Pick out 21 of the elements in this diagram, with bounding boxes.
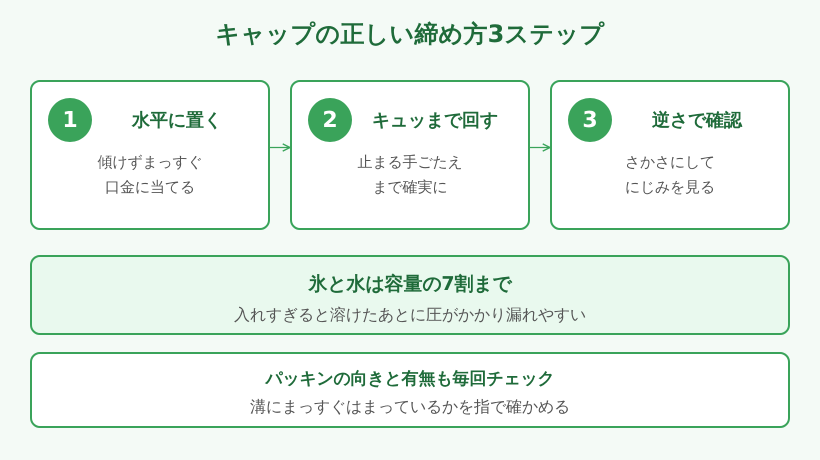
step-description: 溝にまっすぐはまっているかを指で確かめる (249, 397, 571, 418)
step-heading: 逆さで確認 (652, 109, 742, 132)
diagram-title: キャップの正しい締め方3ステップ (214, 19, 606, 50)
step-description: さかさにしてにじみを見る (624, 152, 716, 198)
step-number: 2 (308, 98, 352, 142)
tip-panel (30, 352, 790, 428)
step-heading: キュッまで回す (372, 109, 498, 132)
step-description: 傾けずまっすぐ口金に当てる (96, 152, 204, 198)
step-description: 入れすぎると溶けたあとに圧がかかり漏れやすい (233, 305, 587, 326)
step-card (550, 80, 790, 230)
step-number: 1 (48, 98, 92, 142)
arrow (270, 143, 291, 152)
step-heading: 水平に置く (132, 109, 222, 132)
tip-panel (30, 255, 790, 335)
step-card (30, 80, 270, 230)
step-number: 3 (568, 98, 612, 142)
step-heading: 氷と水は容量の7割まで (307, 272, 514, 297)
step-card (290, 80, 530, 230)
arrow (530, 143, 551, 152)
step-description: 止まる手ごたえまで確実に (356, 152, 464, 198)
step-heading: パッキンの向きと有無も毎回チェック (264, 368, 556, 390)
